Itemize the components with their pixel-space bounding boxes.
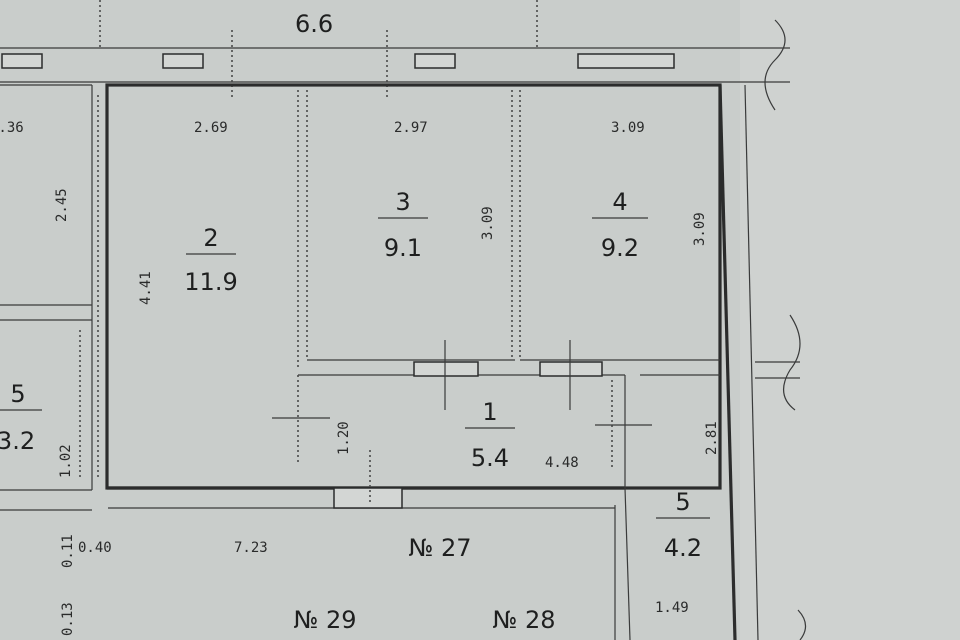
apartment-28: № 28 <box>492 606 555 634</box>
room-2-number: 2 <box>203 224 218 252</box>
room-5-width: 1.49 <box>655 600 689 616</box>
room-1-number: 1 <box>482 398 497 426</box>
lower-dim-b: 7.23 <box>234 540 268 556</box>
top-dimension: 6.6 <box>295 10 333 38</box>
room-3-number: 3 <box>395 188 410 216</box>
dimensions: 6.6 2.69 2.97 3.09 3.36 2.45 4.41 3.09 3… <box>0 10 720 636</box>
exterior-wall-top <box>0 0 790 100</box>
room-4-width: 3.09 <box>611 120 645 136</box>
apartment-labels: № 27 № 29 № 28 <box>293 534 555 634</box>
room-5b-area: 3.2 <box>0 427 35 455</box>
room-1-height: 1.20 <box>336 421 352 455</box>
room-2-area: 11.9 <box>184 268 237 296</box>
room-5-number: 5 <box>675 488 690 516</box>
room-3-height: 3.09 <box>480 206 496 240</box>
room-4-area: 9.2 <box>601 234 639 262</box>
room-5-label: 5 4.2 <box>656 488 710 562</box>
apartment-29: № 29 <box>293 606 356 634</box>
room-3-width: 2.97 <box>394 120 428 136</box>
room-3-label: 3 9.1 <box>378 188 428 262</box>
room-1-label: 1 5.4 <box>465 398 515 472</box>
room-1-width: 4.48 <box>545 455 579 471</box>
left-room-width: 3.36 <box>0 120 24 136</box>
apartment-27: № 27 <box>408 534 471 562</box>
walls <box>0 83 759 640</box>
room-4-label: 4 9.2 <box>592 188 648 262</box>
lower-dim-c: 0.11 <box>60 534 76 568</box>
room-5b-label: 5 3.2 <box>0 380 42 455</box>
room-5-height: 2.81 <box>704 421 720 455</box>
lower-dim-a: 0.40 <box>78 540 112 556</box>
room-labels: 2 11.9 3 9.1 4 9.2 1 5.4 5 4.2 5 3.2 <box>0 188 710 562</box>
partitions <box>79 90 720 505</box>
break-lines <box>755 19 807 640</box>
room-3-area: 9.1 <box>384 234 422 262</box>
room-1-area: 5.4 <box>471 444 509 472</box>
room-2-label: 2 11.9 <box>184 224 237 296</box>
room-5-area: 4.2 <box>664 534 702 562</box>
room-4-height: 3.09 <box>692 212 708 246</box>
room-2-width: 2.69 <box>194 120 228 136</box>
room-2-height: 4.41 <box>138 271 154 305</box>
room-5b-width: 1.02 <box>58 444 74 478</box>
left-room-height: 2.45 <box>54 188 70 222</box>
room-4-number: 4 <box>612 188 627 216</box>
room-5b-number: 5 <box>10 380 25 408</box>
lower-dim-d: 0.13 <box>60 602 76 636</box>
